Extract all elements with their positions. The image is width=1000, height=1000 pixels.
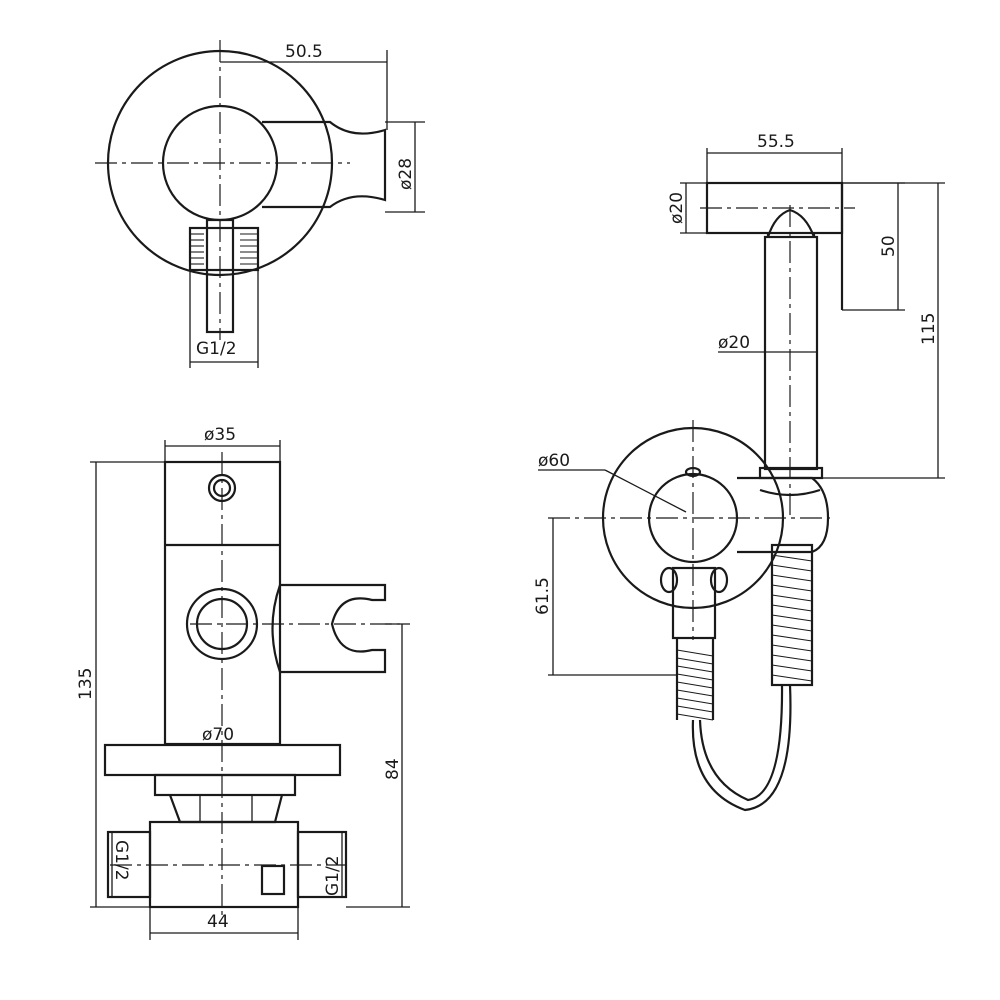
left-hose-thread — [676, 649, 714, 721]
dim-44: 44 — [207, 912, 229, 932]
dim-135: 135 — [76, 668, 96, 700]
dim-50-5: 50.5 — [285, 42, 323, 62]
top-view-thread — [190, 233, 258, 265]
dim-thread-right: G1/2 — [323, 855, 343, 896]
front-view: ø35 ø70 135 84 G1/2 G1/2 44 — [76, 425, 410, 940]
dim-dia-20-stem: ø20 — [718, 333, 750, 353]
dim-thread-top: G1/2 — [196, 339, 237, 359]
dim-115: 115 — [919, 313, 939, 345]
dim-dia-60: ø60 — [538, 451, 570, 471]
dim-61-5: 61.5 — [533, 577, 553, 615]
side-view: 55.5 ø20 50 115 ø20 ø60 61.5 — [533, 132, 945, 812]
top-view: 50.5 ø28 G1/2 — [95, 40, 425, 368]
dim-thread-left: G1/2 — [111, 840, 131, 881]
dim-dia-28-top: ø28 — [396, 158, 416, 190]
right-hose-thread — [771, 554, 813, 682]
dim-dia-20-head: ø20 — [667, 192, 687, 224]
dim-dia-35: ø35 — [204, 425, 236, 445]
dim-dia-70: ø70 — [202, 725, 234, 745]
dim-55-5: 55.5 — [757, 132, 795, 152]
dim-50: 50 — [879, 235, 899, 257]
dim-84: 84 — [383, 758, 403, 780]
